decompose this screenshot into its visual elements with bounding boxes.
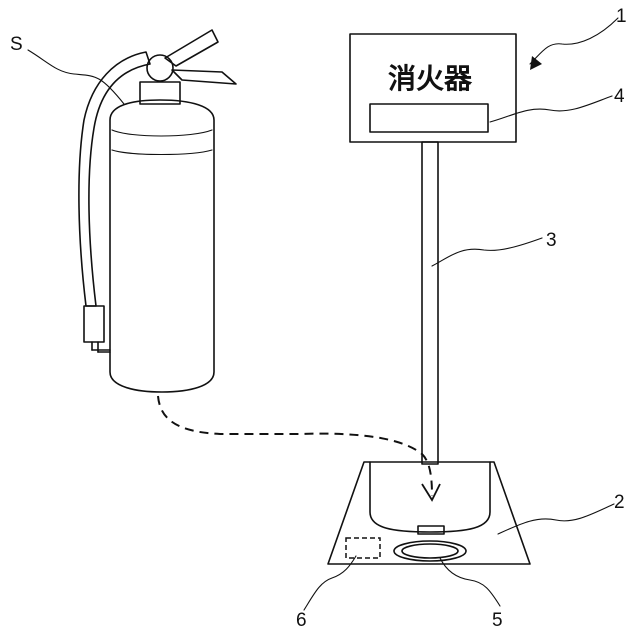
sign-text: 消火器 <box>388 62 473 95</box>
stand-pole <box>422 142 438 464</box>
hidden-unit <box>346 538 380 558</box>
leader-4 <box>490 96 612 122</box>
extinguisher-knob <box>147 55 173 81</box>
name-plate <box>370 104 488 132</box>
label-3: 3 <box>546 230 557 251</box>
leader-5 <box>440 558 500 606</box>
leader-s <box>28 50 124 104</box>
fire-extinguisher <box>79 30 236 392</box>
leader-2 <box>498 504 614 534</box>
leader-3 <box>432 238 542 266</box>
label-2: 2 <box>614 492 625 513</box>
extinguisher-stand: 消火器 <box>328 34 530 564</box>
leader-lines <box>28 18 618 610</box>
extinguisher-body <box>110 100 214 392</box>
extinguisher-handle <box>165 30 218 66</box>
label-5: 5 <box>492 610 503 631</box>
label-1: 1 <box>616 6 627 27</box>
label-6: 6 <box>296 610 307 631</box>
leader-1 <box>530 18 618 64</box>
extinguisher-nozzle <box>84 306 104 342</box>
insertion-path-arrow <box>158 396 432 496</box>
receptacle-tab <box>418 526 444 534</box>
label-s: S <box>10 34 23 55</box>
stand-base <box>328 462 530 564</box>
sensor-inner <box>402 544 458 558</box>
extinguisher-lever <box>172 70 236 84</box>
label-4: 4 <box>614 86 625 107</box>
